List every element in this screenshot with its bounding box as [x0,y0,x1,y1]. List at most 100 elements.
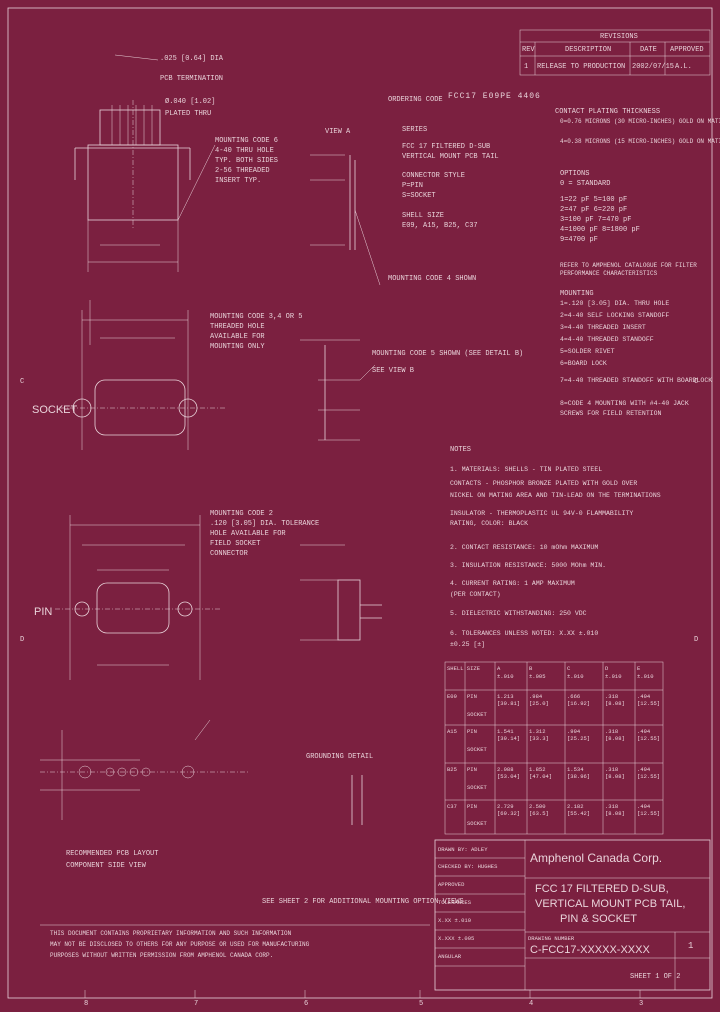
tb-field-tol-xx: X.XX ±.010 [438,917,472,924]
zone-bottom-8: 8 [84,1000,89,1008]
dim-table-cell: 1.852 [47.04] [529,766,553,780]
zone-bottom-5: 5 [419,1000,424,1008]
plating-0: 0=0.76 MICRONS (30 MICRO-INCHES) GOLD ON… [560,118,720,125]
drawing-rev: 1 [688,941,694,951]
capacitance-5: 9=4700 pF [560,236,598,244]
callout-mc6-2: TYP. BOTH SIDES [215,157,279,165]
revision-row-date: 2002/07/15 [632,63,675,71]
dim-table-cell: 2.500 [63.5] [529,803,549,817]
callout-mc2-3: FIELD SOCKET [210,540,261,548]
zone-right-d: D [694,636,699,644]
revision-row-desc: RELEASE TO PRODUCTION [537,63,626,71]
mounting-5: 5=SOLDER RIVET [560,348,615,355]
revision-header-rev: REV [522,46,535,54]
dim-table-cell: 1.534 [38.96] [567,766,591,780]
dim-table-cell: .318 [8.08] [605,728,625,742]
dim-table-cell: B25 [447,766,457,773]
dim-table-header: D ±.010 [605,665,622,680]
callout-mc345-2: AVAILABLE FOR [210,333,265,341]
tb-field-drawn: DRAWN BY: ADLEY [438,846,488,853]
revision-row-appr: A.L. [675,63,692,71]
revision-title: REVISIONS [600,33,638,41]
zone-left-c: C [20,378,25,386]
socket-label: SOCKET [32,404,78,416]
callout-mc4-text-1: MOUNTING CODE 5 SHOWN (SEE DETAIL B) [372,350,524,358]
dim-table-cell: 1.312 [33.3] [529,728,549,742]
ordering-code-value: FCC17 E09PE 4406 [448,92,541,101]
note-1e: RATING, COLOR: BLACK [450,520,529,527]
revision-header-desc: DESCRIPTION [565,46,612,54]
dim-table-cell: SOCKET [467,820,487,827]
callout-mc4-shown: MOUNTING CODE 4 SHOWN [388,275,477,283]
dim-table-cell: 2.182 [55.42] [567,803,591,817]
plating-title: CONTACT PLATING THICKNESS [555,108,661,116]
note-1c: NICKEL ON MATING AREA AND TIN-LEAD ON TH… [450,492,661,499]
note-1b: CONTACTS - PHOSPHOR BRONZE PLATED WITH G… [450,480,638,487]
mounting-6: 6=BOARD LOCK [560,360,607,367]
tb-field-tolerances: TOLERANCES [438,899,472,906]
callout-mc2-1: .120 [3.05] DIA. TOLERANCE [210,520,320,528]
dim-table-header: C ±.010 [567,665,584,680]
mounting-3: 3=4-40 THREADED INSERT [560,324,646,331]
revision-header-date: DATE [640,46,657,54]
mounting-7: 7=4-40 THREADED STANDOFF WITH BOARDLOCK [560,377,713,384]
note-2: 2. CONTACT RESISTANCE: 10 mOhm MAXIMUM [450,544,599,551]
dim-table-cell: .666 [16.92] [567,693,591,707]
pin-label: PIN [34,606,53,618]
notes-title: NOTES [450,446,472,454]
dim-table-cell: SOCKET [467,746,487,753]
revision-row-rev: 1 [524,63,529,71]
series-text-1: FCC 17 FILTERED D-SUB [402,143,491,151]
dim-table-cell: .994 [25.25] [567,728,591,742]
dim-table-cell: 2.729 [69.32] [497,803,521,817]
drawing-number-label: DRAWING NUMBER [528,935,575,942]
capacitance-1: 1=22 pF 5=100 pF [560,196,628,204]
shell-size-text: E09, A15, B25, C37 [402,222,478,230]
ordering-code-label: ORDERING CODE [388,96,443,104]
tb-field-approved: APPROVED [438,881,465,888]
capacitance-2: 2=47 pF 6=220 pF [560,206,628,214]
company-name: Amphenol Canada Corp. [530,851,663,865]
dim-table-cell: .494 [12.55] [637,803,661,817]
callout-mc345-1: THREADED HOLE [210,323,265,331]
connector-style-title: CONNECTOR STYLE [402,172,466,180]
callout-mc6-1: 4-40 THRU HOLE [215,147,274,155]
callout-pcb-tail: .025 [0.64] DIA [160,55,224,63]
callout-pcb-layout-2: COMPONENT SIDE VIEW [66,862,146,870]
dim-table-cell: PIN [467,693,477,700]
zone-bottom-6: 6 [304,1000,309,1008]
callout-grounding-detail: GROUNDING DETAIL [306,753,374,761]
capacitance-3: 3=100 pF 7=470 pF [560,216,632,224]
dim-table-cell: C37 [447,803,457,810]
dim-table-cell: .318 [8.08] [605,766,625,780]
mounting-1: 1=.120 [3.05] DIA. THRU HOLE [560,300,670,307]
proprietary-line-1: THIS DOCUMENT CONTAINS PROPRIETARY INFOR… [50,930,292,937]
callout-ref-dim: Ø.040 [1.02] [165,98,216,106]
capacitance-note: REFER TO AMPHENOL CATALOGUE FOR FILTER P… [560,262,697,277]
dim-table-cell: E09 [447,693,457,700]
zone-left-d: D [20,636,25,644]
dim-table-cell: 1.213 [30.81] [497,693,521,707]
proprietary-line-2: MAY NOT BE DISCLOSED TO OTHERS FOR ANY P… [50,941,310,948]
capacitance-4: 4=1000 pF 8=1800 pF [560,226,640,234]
zone-right-c: C [694,378,699,386]
note-1d: INSULATOR - THERMOPLASTIC UL 94V-0 FLAMM… [450,510,634,517]
callout-view-a: VIEW A [325,128,351,136]
dim-table-cell: .494 [12.55] [637,693,661,707]
mounting-8b: SCREWS FOR FIELD RETENTION [560,410,662,417]
title-line-1: FCC 17 FILTERED D-SUB, [535,883,669,895]
dim-table-cell: PIN [467,728,477,735]
note-6b: ±0.25 [±] [450,641,486,648]
mounting-4: 4=4-40 THREADED STANDOFF [560,336,654,343]
title-line-3: PIN & SOCKET [560,913,638,925]
mounting-2: 2=4-40 SELF LOCKING STANDOFF [560,312,670,319]
callout-mc345: MOUNTING CODE 3,4 OR 5 [210,313,303,321]
tb-field-checked: CHECKED BY: HUGHES [438,863,498,870]
shell-size-title: SHELL SIZE [402,212,445,220]
callout-mounting-code-6: MOUNTING CODE 6 [215,137,279,145]
callout-mc6-3: 2-56 THREADED [215,167,270,175]
sheet-number: SHEET 1 OF 2 [630,973,681,981]
callout-pcb-layout: RECOMMENDED PCB LAYOUT [66,850,159,858]
series-text-2: VERTICAL MOUNT PCB TAIL [402,153,499,161]
